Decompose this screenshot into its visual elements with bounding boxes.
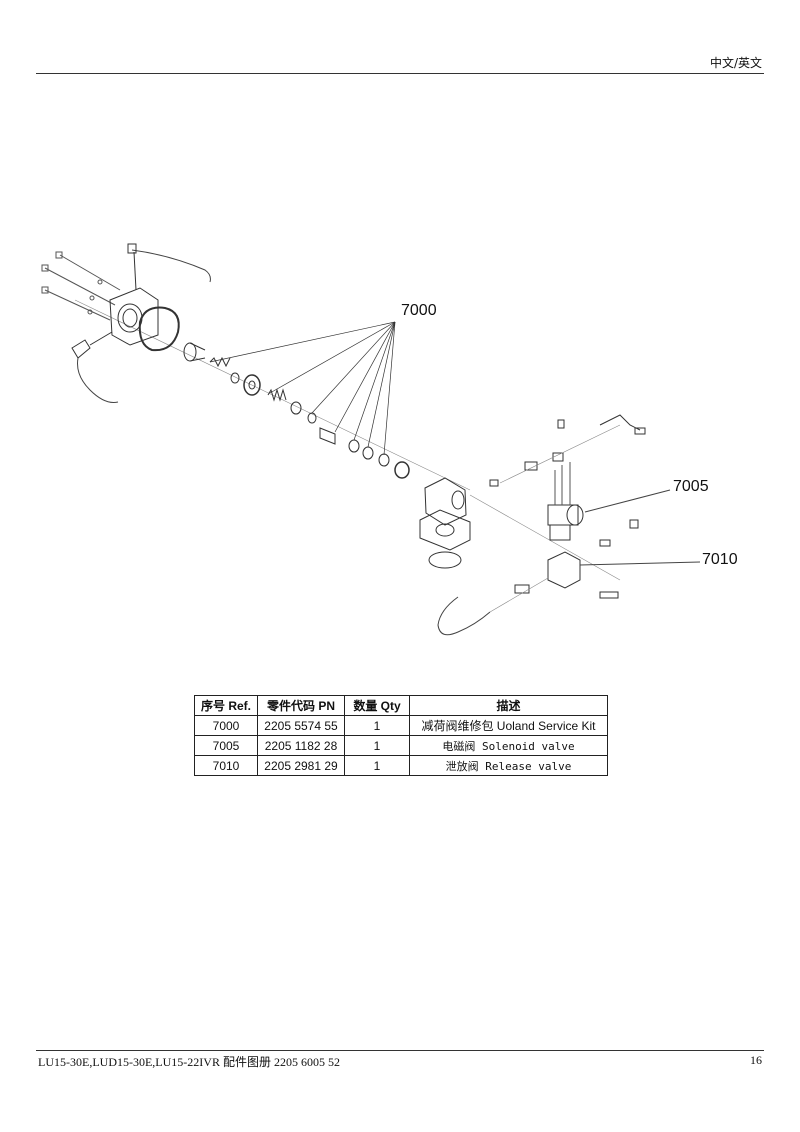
table-row: 7010 2205 2981 29 1 泄放阀 Release valve (194, 755, 608, 776)
header-rule (36, 73, 764, 74)
table-row: 7005 2205 1182 28 1 电磁阀 Solenoid valve (194, 735, 608, 756)
table-header-row: 序号 Ref. 零件代码 PN 数量 Qty 描述 (194, 695, 608, 716)
callout-7010: 7010 (702, 551, 738, 568)
header-language: 中文/英文 (709, 56, 762, 70)
exploded-parts-diagram (41, 243, 701, 636)
cell-ref: 7000 (194, 715, 258, 736)
cell-ref: 7005 (194, 735, 258, 756)
callout-7000: 7000 (401, 302, 437, 319)
header-qty: 数量 Qty (344, 695, 410, 716)
cell-pn: 2205 5574 55 (257, 715, 345, 736)
cell-ref: 7010 (194, 755, 258, 776)
page-number: 16 (750, 1053, 762, 1067)
cell-qty: 1 (344, 735, 410, 756)
callout-7005: 7005 (673, 478, 709, 495)
header-desc: 描述 (409, 695, 608, 716)
parts-table: 序号 Ref. 零件代码 PN 数量 Qty 描述 7000 2205 5574… (194, 695, 608, 776)
header-ref: 序号 Ref. (194, 695, 258, 716)
footer-document-title: LU15-30E,LUD15-30E,LU15-22IVR 配件图册 2205 … (38, 1055, 340, 1069)
table-row: 7000 2205 5574 55 1 减荷阀维修包 Uoland Servic… (194, 715, 608, 736)
cell-qty: 1 (344, 755, 410, 776)
cell-qty: 1 (344, 715, 410, 736)
footer-rule (36, 1050, 764, 1051)
header-pn: 零件代码 PN (257, 695, 345, 716)
cell-desc: 减荷阀维修包 Uoland Service Kit (409, 715, 608, 736)
cell-desc: 泄放阀 Release valve (409, 755, 608, 776)
cell-pn: 2205 2981 29 (257, 755, 345, 776)
cell-pn: 2205 1182 28 (257, 735, 345, 756)
cell-desc: 电磁阀 Solenoid valve (409, 735, 608, 756)
